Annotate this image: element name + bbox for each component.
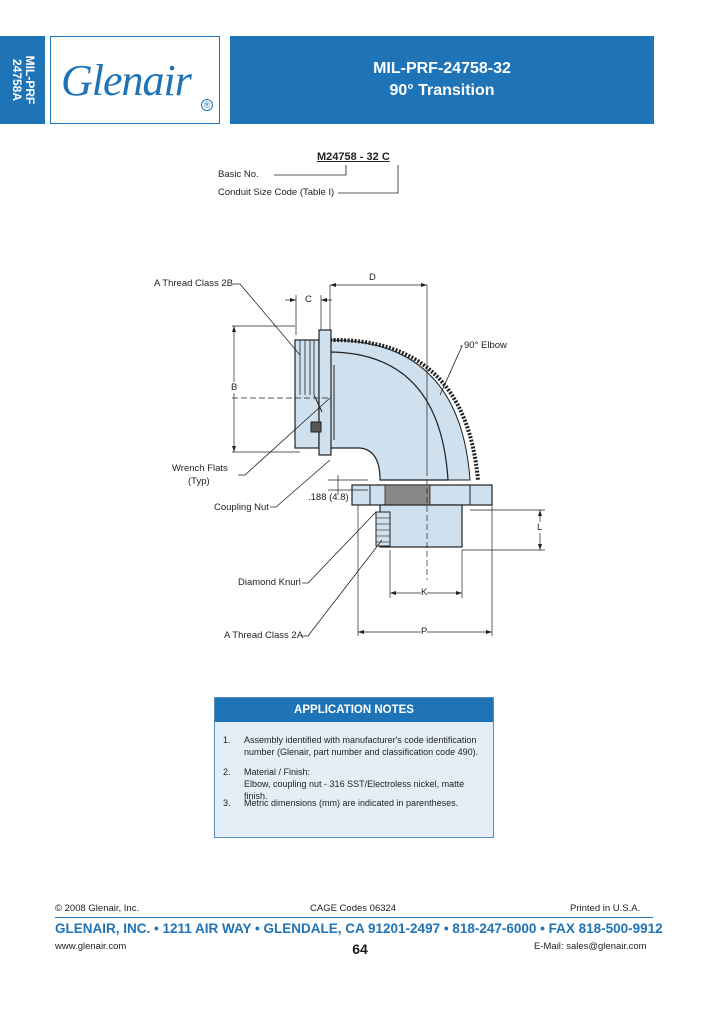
website-link[interactable]: www.glenair.com: [55, 941, 127, 952]
company-line: GLENAIR, INC. • 1211 AIR WAY • GLENDALE,…: [55, 921, 663, 936]
conduit-size-label: Conduit Size Code (Table I): [218, 187, 335, 198]
note-number: 3.: [223, 798, 231, 808]
printed-in: Printed in U.S.A.: [570, 903, 641, 914]
label-l: L: [537, 522, 543, 533]
note-text: Assembly identified with manufacturer's …: [244, 735, 479, 757]
note-text: Elbow, coupling nut - 316 SST/Electroles…: [244, 779, 465, 801]
label-d: D: [369, 272, 376, 283]
note-text: Material / Finish:: [244, 767, 311, 777]
part-title: MIL-PRF-24758-32: [373, 60, 511, 77]
label-a-thread-2b: A Thread Class 2B: [154, 278, 234, 289]
label-elbow: 90° Elbow: [464, 340, 507, 351]
basic-no-label: Basic No.: [218, 169, 259, 180]
note-number: 2.: [223, 767, 231, 777]
application-notes: APPLICATION NOTES 1. Assembly identified…: [214, 697, 494, 838]
part-subtitle: 90° Transition: [389, 82, 495, 99]
label-a-thread-2a: A Thread Class 2A: [224, 630, 304, 641]
label-188: .188 (4.8): [308, 492, 349, 503]
label-wrench-flats-typ: (Typ): [188, 476, 210, 487]
label-k: K: [421, 587, 428, 598]
email-link[interactable]: E-Mail: sales@glenair.com: [534, 941, 647, 952]
cage-codes: CAGE Codes 06324: [310, 903, 397, 914]
title-bar: MIL-PRF-24758-32 90° Transition: [230, 36, 654, 124]
logo-text: Glenair: [61, 56, 192, 105]
label-c: C: [305, 294, 312, 305]
part-number: M24758 - 32 C: [317, 151, 390, 163]
page-number: 64: [352, 941, 368, 957]
footer-rule: [55, 917, 653, 918]
note-number: 1.: [223, 735, 231, 745]
copyright: © 2008 Glenair, Inc.: [55, 903, 140, 914]
notes-heading: APPLICATION NOTES: [215, 698, 493, 722]
note-text: Metric dimensions (mm) are indicated in …: [244, 798, 459, 808]
label-b: B: [231, 382, 238, 393]
label-wrench-flats: Wrench Flats: [172, 463, 228, 474]
label-diamond-knurl: Diamond Knurl: [238, 577, 301, 588]
side-tab: MIL-PRF 24758A: [0, 36, 45, 124]
label-coupling-nut: Coupling Nut: [214, 502, 269, 513]
label-p: P: [421, 626, 428, 637]
glenair-logo: Glenair ®: [50, 36, 220, 124]
registered-mark: ®: [201, 99, 213, 111]
